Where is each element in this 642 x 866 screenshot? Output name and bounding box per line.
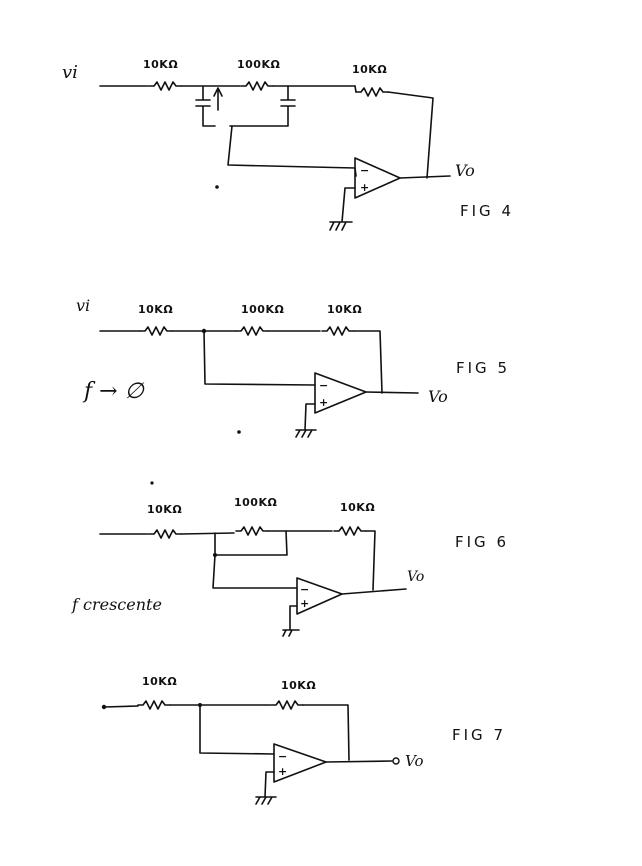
fig7-ground-icon <box>255 771 277 805</box>
fig7-inverting-wire <box>199 704 275 755</box>
fig5-output-label: Vo <box>428 387 448 406</box>
fig6-wire-a <box>180 532 235 535</box>
fig7-minus-sign: − <box>278 750 287 763</box>
fig4-r1-label: 10KΩ <box>143 58 178 71</box>
fig4-input-label: vi <box>62 62 78 83</box>
fig4-inverting-wire <box>227 125 357 177</box>
fig6-r2-label: 100KΩ <box>234 496 277 509</box>
fig6-resistor-r1 <box>148 529 182 539</box>
fig5-caption: FIG 5 <box>456 359 510 377</box>
fig6-note: f crescente <box>71 595 162 614</box>
fig4-opamp <box>354 157 401 199</box>
fig7-output-wire <box>325 760 393 763</box>
fig4-capacitor-right <box>229 85 296 127</box>
fig6-r1-label: 10KΩ <box>147 503 182 516</box>
fig6-resistor-r2 <box>235 526 269 536</box>
fig5-plus-sign: + <box>319 396 328 409</box>
fig6-inverting-wire <box>212 554 298 589</box>
fig4-r3-label: 10KΩ <box>352 63 387 76</box>
fig6-caption: FIG 6 <box>455 533 509 551</box>
fig4-ground-icon <box>329 187 356 231</box>
fig5-short-wire <box>203 330 316 386</box>
fig5-resistor-r2 <box>235 326 269 336</box>
fig7-r1-label: 10KΩ <box>142 675 177 688</box>
fig5-note: f → ∅ <box>82 379 145 404</box>
fig4-plus-sign: + <box>360 181 369 194</box>
fig5-input-label: vi <box>76 296 90 315</box>
fig7-caption: FIG 7 <box>452 726 506 744</box>
fig4-r2-label: 100KΩ <box>237 58 280 71</box>
fig7-output-label: Vo <box>405 752 424 770</box>
fig6-resistor-r3 <box>333 526 367 536</box>
fig5-feedback-wire <box>353 330 383 394</box>
fig5-r2-label: 100KΩ <box>241 303 284 316</box>
figure-5: vi 10KΩ 100KΩ 10KΩ − + Vo FIG 5 f → ∅ <box>76 296 510 438</box>
fig7-resistor-r3 <box>270 700 304 710</box>
fig7-resistor-r1 <box>137 700 171 710</box>
fig6-ground-icon <box>282 605 300 637</box>
fig4-resistor-r1 <box>148 81 182 91</box>
fig4-feedback-wire <box>354 85 434 179</box>
fig4-potentiometer-wiper <box>213 87 223 111</box>
fig7-opamp <box>273 743 327 783</box>
fig6-plus-sign: + <box>300 597 309 610</box>
figure-4: vi 10KΩ 100KΩ 10KΩ − + Vo FIG 4 <box>62 58 514 231</box>
fig4-capacitor-left <box>195 85 216 127</box>
fig5-resistor-r1 <box>139 326 173 336</box>
fig4-resistor-r2 <box>240 81 274 91</box>
fig4-output-wire <box>399 175 451 179</box>
fig7-input-wire <box>103 705 139 708</box>
fig6-r3-label: 10KΩ <box>340 501 375 514</box>
figure-6: 10KΩ 100KΩ 10KΩ − + Vo FIG 6 f crescente <box>71 481 509 637</box>
figure-7: 10KΩ 10KΩ − + Vo FIG 7 <box>101 675 506 805</box>
fig5-r1-label: 10KΩ <box>138 303 173 316</box>
fig5-minus-sign: − <box>319 379 328 392</box>
fig5-ground-icon <box>295 403 317 438</box>
fig6-bypass-loop <box>214 530 288 556</box>
fig6-minus-sign: − <box>300 583 309 596</box>
fig7-r3-label: 10KΩ <box>281 679 316 692</box>
fig5-r3-label: 10KΩ <box>327 303 362 316</box>
fig4-output-label: Vo <box>455 161 475 180</box>
fig5-resistor-r3 <box>321 326 355 336</box>
fig7-feedback-wire <box>302 704 350 761</box>
fig6-output-label: Vo <box>407 569 424 585</box>
fig5-opamp <box>314 372 367 414</box>
fig4-resistor-r3 <box>355 87 389 97</box>
fig4-minus-sign: − <box>360 164 369 177</box>
fig6-output-wire <box>341 588 407 595</box>
fig4-caption: FIG 4 <box>460 202 514 220</box>
fig6-opamp <box>296 577 343 615</box>
fig5-output-wire <box>365 391 419 394</box>
fig6-feedback-wire <box>365 530 376 591</box>
fig7-plus-sign: + <box>278 765 287 778</box>
